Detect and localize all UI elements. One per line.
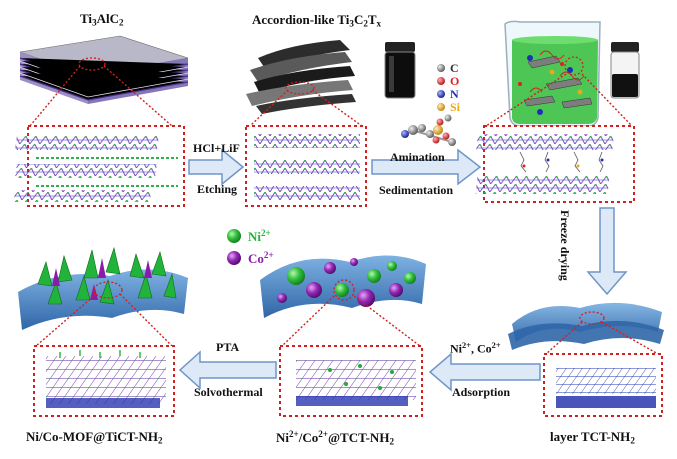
ti3alc2-lattice (13, 136, 178, 202)
nitrogen-atom-icon (437, 90, 445, 98)
sedimentation-label: Sedimentation (379, 183, 454, 197)
mxene-dispersion-vial (384, 42, 416, 99)
layer-lattice (556, 368, 656, 408)
adsorption-arrow (428, 352, 541, 392)
aminated-lattice (475, 134, 614, 194)
solvothermal-label: Solvothermal (194, 385, 263, 399)
amination-arrow (371, 148, 482, 186)
mof-decorated-sheet (18, 246, 188, 330)
co-ion-sphere-icon (227, 251, 241, 265)
nitrogen-legend-label: N (450, 87, 459, 101)
etching-label: Etching (197, 182, 238, 196)
ti3alc2-stack (19, 35, 189, 104)
hcl-lif-label: HCl+LiF (193, 141, 240, 155)
ion-product-label: Ni2+/Co2+@TCT-NH2 (276, 429, 394, 447)
pta-label: PTA (216, 340, 240, 354)
layer-product-label: layer TCT-NH2 (550, 429, 635, 446)
mxene-lattice (254, 134, 360, 200)
ti3alc2-label: Ti3AlC2 (80, 11, 124, 28)
layered-tct-sheets (508, 302, 664, 350)
silicon-atom-icon (437, 103, 445, 111)
accordion-mxene-label: Accordion-like Ti3C2Tx (252, 12, 382, 29)
aminated-dispersion-vial (610, 42, 640, 99)
mof-product-label: Ni/Co-MOF@TiCT-NH2 (26, 429, 163, 446)
ni-ion-legend-label: Ni2+ (248, 228, 271, 244)
etching-arrow (188, 148, 245, 186)
freeze-drying-arrow (586, 207, 628, 296)
ion-lattice (296, 360, 416, 406)
mof-lattice (46, 350, 166, 408)
oxygen-atom-icon (437, 77, 445, 85)
solvothermal-arrow (178, 350, 277, 390)
co-ion-legend-label: Co2+ (248, 250, 274, 266)
carbon-atom-icon (437, 64, 445, 72)
silicon-legend-label: Si (450, 100, 461, 114)
ions-adsorbed-label: Ni2+, Co2+ (450, 341, 501, 356)
amination-label: Amination (390, 150, 445, 164)
ni-ion-sphere-icon (227, 229, 241, 243)
freeze-drying-label: Freeze drying (558, 210, 572, 281)
amination-beaker (504, 20, 601, 127)
atom-legend (437, 64, 445, 111)
accordion-mxene-sheets (246, 40, 356, 114)
silane-molecule (401, 114, 456, 146)
oxygen-legend-label: O (450, 74, 460, 88)
adsorption-label: Adsorption (452, 385, 511, 399)
carbon-legend-label: C (450, 61, 459, 75)
